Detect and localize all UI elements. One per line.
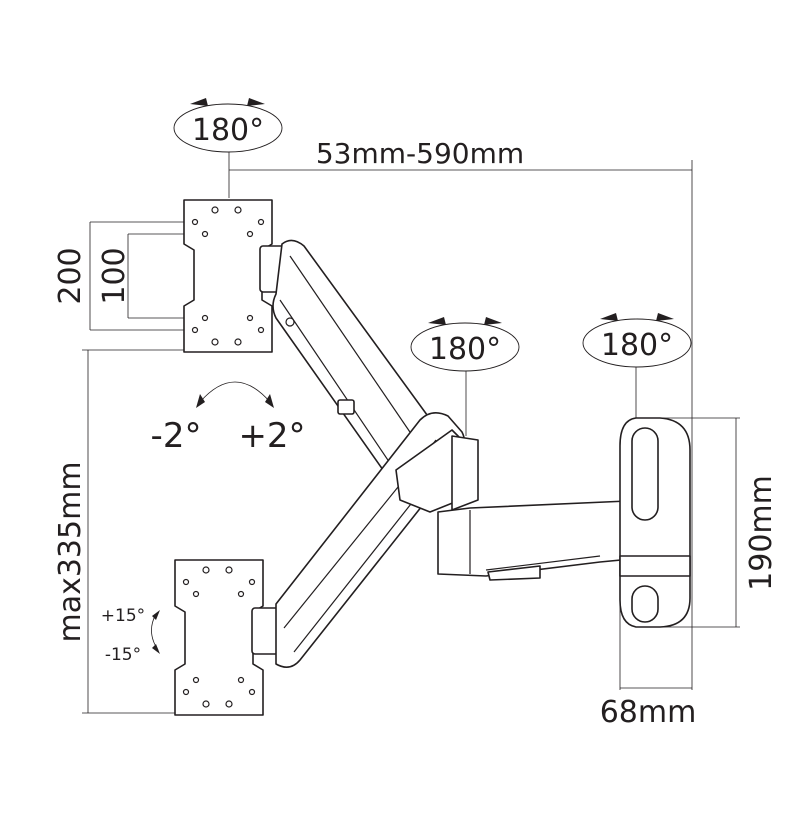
vesa-outer-label: 200 — [53, 247, 88, 304]
wall-plate-height-label: 190mm — [744, 475, 779, 591]
middle-joint-rotation-badge — [410, 317, 520, 372]
vesa-inner-label: 100 — [97, 247, 132, 304]
bottom-vesa-plate — [174, 559, 264, 716]
wall-plate — [619, 340, 691, 628]
top-plate-rotation-badge — [173, 98, 283, 153]
middle-joint — [451, 368, 479, 511]
top-plate-rotation-label: 180° — [192, 113, 264, 148]
wall-plate-depth-label: 68mm — [600, 695, 697, 730]
swivel-minus-label: -15° — [105, 645, 141, 665]
height-travel-label: max335mm — [53, 461, 88, 642]
extension-dimension-label: 53mm-590mm — [316, 137, 524, 170]
wall-arm — [437, 499, 665, 581]
top-vesa-plate — [183, 199, 273, 353]
swivel-plus-label: +15° — [101, 606, 145, 626]
wall-joint-rotation-badge — [582, 313, 692, 368]
tilt-plus-label: +2° — [238, 416, 305, 456]
tilt-minus-label: -2° — [151, 416, 202, 456]
tilt-arc — [196, 381, 274, 408]
middle-joint-rotation-label: 180° — [429, 332, 501, 367]
swivel-arc — [151, 610, 160, 654]
wall-joint-rotation-label: 180° — [601, 328, 673, 363]
